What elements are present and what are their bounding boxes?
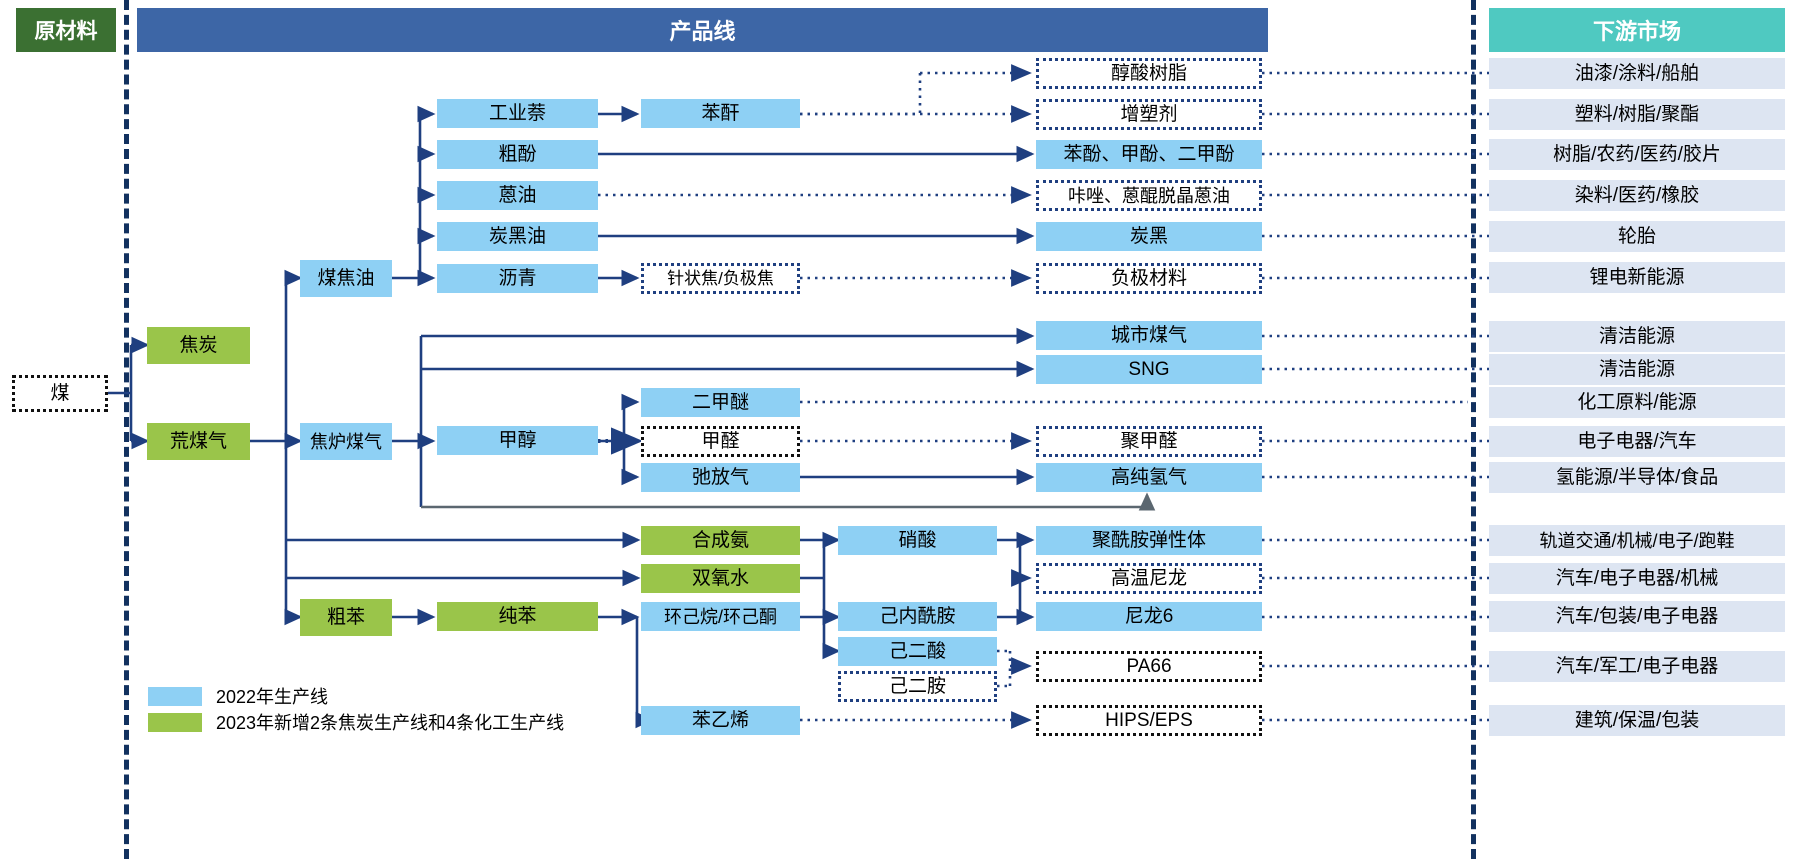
- market-cell: 油漆/涂料/船舶: [1489, 58, 1785, 89]
- node-city-gas[interactable]: 城市煤气: [1036, 321, 1262, 350]
- node-anthracene-oil[interactable]: 蒽油: [437, 181, 598, 210]
- node-high-purity-hydrogen[interactable]: 高纯氢气: [1036, 463, 1262, 492]
- node-nylon6[interactable]: 尼龙6: [1036, 602, 1262, 631]
- node-styrene[interactable]: 苯乙烯: [641, 706, 800, 735]
- node-nitric-acid[interactable]: 硝酸: [838, 526, 997, 555]
- separator-right-dashed: [1471, 0, 1476, 859]
- separator-left-dashed: [124, 0, 129, 859]
- node-pitch[interactable]: 沥青: [437, 264, 598, 293]
- node-needle-coke[interactable]: 针状焦/负极焦: [641, 263, 800, 294]
- node-phthalic-anhydride[interactable]: 苯酐: [641, 99, 800, 128]
- node-phenols[interactable]: 苯酚、甲酚、二甲酚: [1036, 140, 1262, 169]
- node-adipic-acid[interactable]: 己二酸: [838, 637, 997, 666]
- legend-row-2022: 2022年生产线: [148, 685, 564, 707]
- node-purge-gas[interactable]: 弛放气: [641, 463, 800, 492]
- node-high-temp-nylon[interactable]: 高温尼龙: [1036, 563, 1262, 594]
- legend-row-2023: 2023年新增2条焦炭生产线和4条化工生产线: [148, 711, 564, 733]
- node-dme[interactable]: 二甲醚: [641, 388, 800, 417]
- market-cell: 清洁能源: [1489, 321, 1785, 352]
- node-coal[interactable]: 煤: [12, 375, 108, 412]
- node-crude-phenol[interactable]: 粗酚: [437, 140, 598, 169]
- node-coke[interactable]: 焦炭: [147, 327, 250, 364]
- node-industrial-naphthalene[interactable]: 工业萘: [437, 99, 598, 128]
- header-downstream-market: 下游市场: [1489, 8, 1785, 52]
- node-cyclohexane-cyclohexanone[interactable]: 环己烷/环己酮: [641, 602, 800, 631]
- market-cell: 建筑/保温/包装: [1489, 705, 1785, 736]
- node-hips-eps[interactable]: HIPS/EPS: [1036, 705, 1262, 736]
- node-hydrogen-peroxide[interactable]: 双氧水: [641, 564, 800, 593]
- node-sng[interactable]: SNG: [1036, 355, 1262, 384]
- market-cell: 汽车/包装/电子电器: [1489, 601, 1785, 632]
- header-product-line: 产品线: [137, 8, 1268, 52]
- market-cell: 汽车/电子电器/机械: [1489, 563, 1785, 594]
- legend-label-2022: 2022年生产线: [216, 687, 329, 707]
- node-crude-benzene[interactable]: 粗苯: [300, 599, 392, 636]
- market-cell: 清洁能源: [1489, 354, 1785, 385]
- node-anode-material[interactable]: 负极材料: [1036, 263, 1262, 294]
- node-hexamethylenediamine[interactable]: 己二胺: [838, 671, 997, 702]
- node-pa66[interactable]: PA66: [1036, 651, 1262, 682]
- market-cell: 电子电器/汽车: [1489, 426, 1785, 457]
- node-coke-oven-gas[interactable]: 焦炉煤气: [300, 423, 392, 460]
- node-synthetic-ammonia[interactable]: 合成氨: [641, 526, 800, 555]
- market-cell: 轮胎: [1489, 221, 1785, 252]
- legend-swatch-2023: [148, 712, 202, 732]
- node-methanol[interactable]: 甲醇: [437, 426, 598, 455]
- node-plasticizer[interactable]: 增塑剂: [1036, 99, 1262, 130]
- node-formaldehyde[interactable]: 甲醛: [641, 426, 800, 457]
- market-cell: 化工原料/能源: [1489, 387, 1785, 418]
- legend: 2022年生产线 2023年新增2条焦炭生产线和4条化工生产线: [148, 685, 564, 737]
- market-cell: 塑料/树脂/聚酯: [1489, 99, 1785, 130]
- node-carbon-black[interactable]: 炭黑: [1036, 222, 1262, 251]
- market-cell: 氢能源/半导体/食品: [1489, 462, 1785, 493]
- legend-swatch-2022: [148, 686, 202, 706]
- node-polyoxymethylene[interactable]: 聚甲醛: [1036, 426, 1262, 457]
- market-cell: 锂电新能源: [1489, 262, 1785, 293]
- node-raw-gas[interactable]: 荒煤气: [147, 423, 250, 460]
- node-alkyd-resin[interactable]: 醇酸树脂: [1036, 58, 1262, 89]
- market-cell: 树脂/农药/医药/胶片: [1489, 139, 1785, 170]
- header-raw-material: 原材料: [16, 8, 116, 52]
- node-pure-benzene[interactable]: 纯苯: [437, 602, 598, 631]
- market-cell: 轨道交通/机械/电子/跑鞋: [1489, 525, 1785, 556]
- node-coal-tar[interactable]: 煤焦油: [300, 260, 392, 297]
- node-carbon-black-oil[interactable]: 炭黑油: [437, 222, 598, 251]
- node-polyamide-elastomer[interactable]: 聚酰胺弹性体: [1036, 526, 1262, 555]
- node-carbazole-anthraquinone[interactable]: 咔唑、蒽醌脱晶蒽油: [1036, 180, 1262, 211]
- legend-label-2023: 2023年新增2条焦炭生产线和4条化工生产线: [216, 713, 565, 733]
- market-cell: 汽车/军工/电子电器: [1489, 651, 1785, 682]
- node-caprolactam[interactable]: 己内酰胺: [838, 602, 997, 631]
- market-cell: 染料/医药/橡胶: [1489, 180, 1785, 211]
